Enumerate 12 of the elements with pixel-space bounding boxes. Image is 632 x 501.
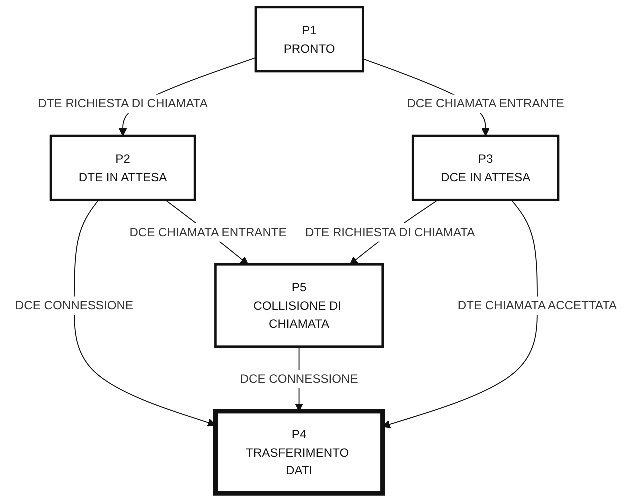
edge-label: DTE RICHIESTA DI CHIAMATA (305, 225, 475, 240)
node-box: P4 TRASFERIMENTO DATI (213, 409, 385, 496)
node-box: P2 DTE IN ATTESA (50, 134, 196, 202)
edge-label: DCE CONNESSIONE (15, 298, 134, 312)
edge-label: DTE CHIAMATA ACCETTATA (458, 298, 617, 312)
node-box: P3 DCE IN ATTESA (412, 134, 560, 202)
edge-label: DCE CONNESSIONE (240, 372, 358, 386)
edge-label: DTE RICHIESTA DI CHIAMATA (38, 96, 208, 111)
node-box: P1 PRONTO (254, 6, 364, 73)
node-box: P5 COLLISIONE DI CHIAMATA (214, 264, 384, 348)
edge-label: DCE CHIAMATA ENTRANTE (406, 96, 564, 111)
edge-label: DCE CHIAMATA ENTRANTE (129, 225, 287, 240)
